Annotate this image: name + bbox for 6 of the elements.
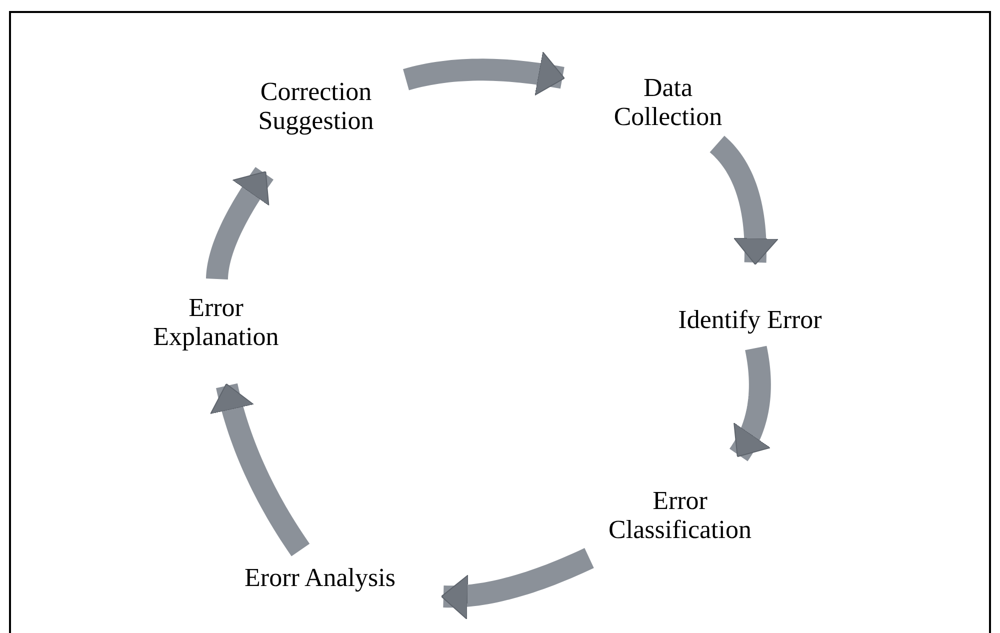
step-label: Data Collection (588, 60, 748, 144)
step-label: Erorr Analysis (214, 550, 426, 606)
step-label: Error Explanation (126, 279, 306, 365)
step-label: Correction Suggestion (226, 63, 406, 149)
step-label: Identify Error (640, 292, 860, 348)
step-label: Error Classification (580, 472, 780, 558)
